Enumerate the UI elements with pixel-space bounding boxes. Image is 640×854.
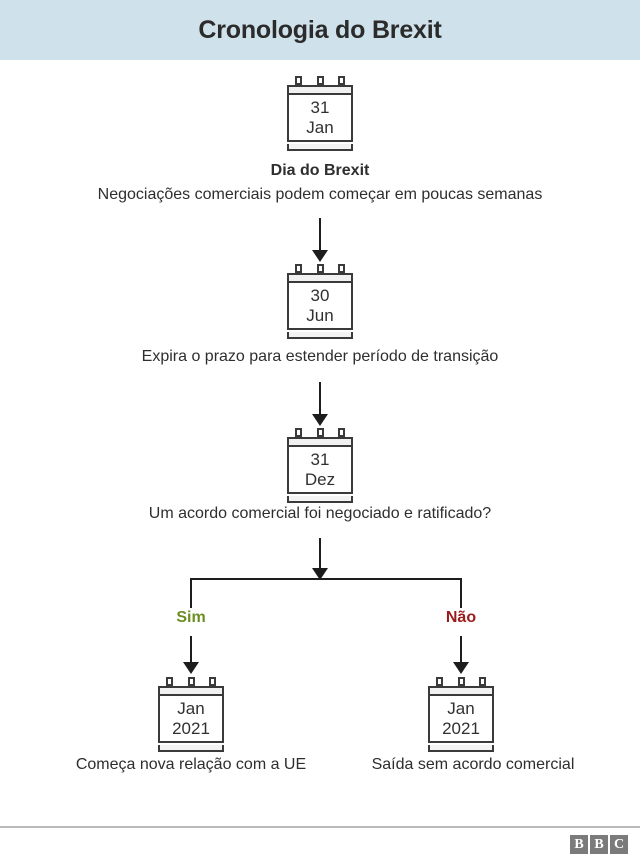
connector-line-3 <box>319 538 321 572</box>
connector-arrow-1 <box>312 250 328 262</box>
calendar-icon-decision: 31 Dez <box>287 428 353 503</box>
yes-outcome-description: Começa nova relação com a UE <box>75 756 307 773</box>
calendar-day: 31 <box>310 98 330 117</box>
calendar-ring-icon <box>187 677 195 686</box>
extension-deadline-description: Expira o prazo para estender período de … <box>141 348 499 365</box>
connector-line-1 <box>319 218 321 252</box>
calendar-footer-strip <box>287 144 353 151</box>
calendar-body: 31 Dez <box>287 445 353 494</box>
branch-drop-left <box>190 578 192 608</box>
calendar-ring-icon <box>209 677 216 686</box>
calendar-ring-icon <box>457 677 465 686</box>
calendar-body: 30 Jun <box>287 281 353 330</box>
bbc-logo: B B C <box>570 835 628 854</box>
branch-arrow-head-yes <box>183 662 199 674</box>
calendar-top-bar <box>287 85 353 93</box>
branch-label-yes: Sim <box>176 609 206 626</box>
calendar-year: 2021 <box>172 719 210 738</box>
calendar-ring-icon <box>316 428 324 437</box>
connector-arrow-2 <box>312 414 328 426</box>
calendar-footer-strip <box>287 332 353 339</box>
calendar-ring-icon <box>436 677 443 686</box>
calendar-ring-icon <box>479 677 486 686</box>
calendar-ring-icon <box>295 76 302 85</box>
calendar-year: 2021 <box>442 719 480 738</box>
branch-drop-right <box>460 578 462 608</box>
calendar-ring-icon <box>316 264 324 273</box>
calendar-footer-strip <box>428 745 494 752</box>
calendar-footer-strip <box>287 496 353 503</box>
calendar-rings <box>436 677 486 686</box>
calendar-body: Jan 2021 <box>158 694 224 743</box>
calendar-rings <box>166 677 216 686</box>
calendar-icon-no-outcome: Jan 2021 <box>428 677 494 752</box>
page-footer: B B C <box>0 826 640 854</box>
calendar-ring-icon <box>338 264 345 273</box>
calendar-day: 30 <box>310 286 330 305</box>
calendar-ring-icon <box>338 428 345 437</box>
connector-line-2 <box>319 382 321 416</box>
calendar-body: Jan 2021 <box>428 694 494 743</box>
footer-divider <box>0 826 640 828</box>
brexit-day-title: Dia do Brexit <box>270 162 370 179</box>
calendar-ring-icon <box>338 76 345 85</box>
no-outcome-description: Saída sem acordo comercial <box>371 756 575 773</box>
calendar-footer-strip <box>158 745 224 752</box>
calendar-body: 31 Jan <box>287 93 353 142</box>
branch-horizontal-line <box>190 578 462 580</box>
calendar-month: Jan <box>177 699 205 718</box>
brexit-day-description: Negociações comerciais podem começar em … <box>97 186 543 203</box>
calendar-top-bar <box>287 437 353 445</box>
calendar-ring-icon <box>295 428 302 437</box>
calendar-ring-icon <box>316 76 324 85</box>
brexit-timeline-flowchart: 31 Jan Dia do Brexit Negociações comerci… <box>0 60 640 826</box>
calendar-top-bar <box>428 686 494 694</box>
branch-arrow-head-no <box>453 662 469 674</box>
bbc-logo-letter: B <box>590 835 608 854</box>
calendar-icon-yes-outcome: Jan 2021 <box>158 677 224 752</box>
branch-arrow-line-no <box>460 636 462 666</box>
calendar-top-bar <box>158 686 224 694</box>
calendar-rings <box>295 264 345 273</box>
calendar-ring-icon <box>295 264 302 273</box>
page-title: Cronologia do Brexit <box>198 15 442 44</box>
connector-arrow-3 <box>312 568 328 580</box>
calendar-ring-icon <box>166 677 173 686</box>
bbc-logo-letter: C <box>610 835 628 854</box>
calendar-month: Jun <box>306 306 334 325</box>
calendar-month: Jan <box>306 118 334 137</box>
calendar-day: 31 <box>310 450 330 469</box>
bbc-logo-letter: B <box>570 835 588 854</box>
calendar-month: Jan <box>447 699 475 718</box>
calendar-icon-brexit-day: 31 Jan <box>287 76 353 151</box>
page-header: Cronologia do Brexit <box>0 0 640 60</box>
calendar-icon-extension-deadline: 30 Jun <box>287 264 353 339</box>
branch-label-no: Não <box>445 609 477 626</box>
branch-arrow-line-yes <box>190 636 192 666</box>
calendar-top-bar <box>287 273 353 281</box>
calendar-rings <box>295 428 345 437</box>
calendar-month: Dez <box>304 470 336 489</box>
calendar-rings <box>295 76 345 85</box>
decision-question: Um acordo comercial foi negociado e rati… <box>148 505 492 522</box>
